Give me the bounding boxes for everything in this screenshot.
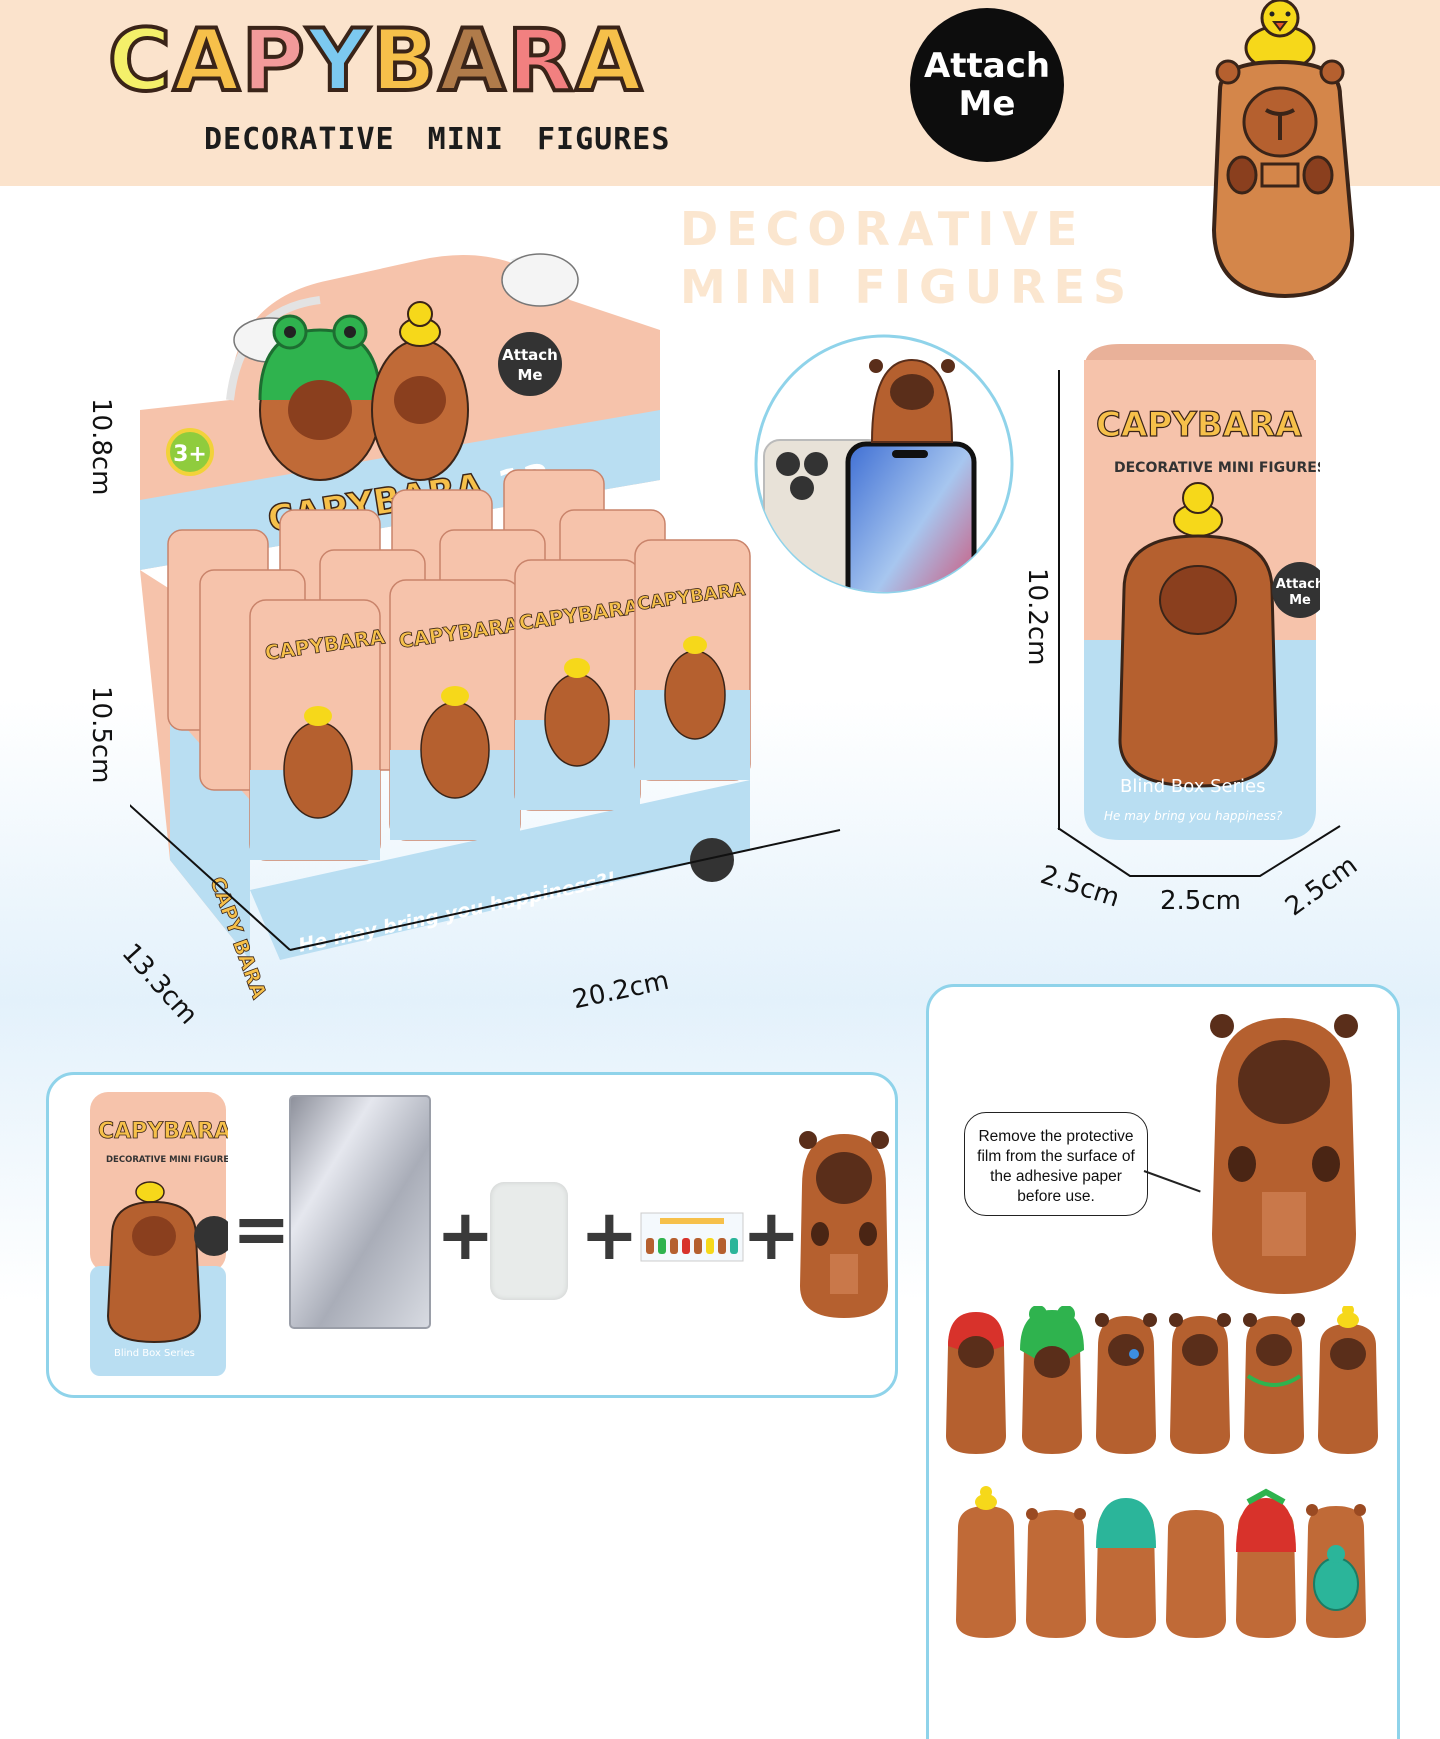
phone-attach-illustration <box>754 334 1014 594</box>
contents-tube-brand: CAPYBARA <box>98 1119 228 1144</box>
display-box-badge-line2: Me <box>517 366 542 384</box>
plus-sign-1: + <box>436 1194 495 1276</box>
attach-me-badge: Attach Me <box>910 8 1064 162</box>
contents-capybara-figure <box>799 1131 889 1318</box>
brand-title-letter: B <box>369 9 439 113</box>
phone-screen <box>845 441 977 592</box>
brand-title-letter: A <box>437 9 508 113</box>
capybara-ear-right <box>1319 59 1345 85</box>
figure-turtle-front <box>1243 1313 1305 1454</box>
ghost-title-line2: MINI FIGURES <box>680 260 1135 314</box>
figures-back-row <box>956 1486 1366 1638</box>
header-band <box>0 0 1440 186</box>
display-box-tubes: CAPYBARA CAPYBARA CAPYBARA CAPYBARA <box>167 469 751 861</box>
tube-brand: CAPYBARA <box>1096 405 1302 445</box>
plus-sign-2: + <box>580 1194 639 1276</box>
tube-sub: DECORATIVE MINI FIGURES <box>1114 460 1320 476</box>
header-capybara-mascot <box>1211 0 1355 299</box>
foil-packet <box>289 1095 431 1329</box>
display-box-front-attach-badge <box>690 838 734 882</box>
figure-duck-back <box>956 1486 1016 1638</box>
contents-tube: CAPYBARA DECORATIVE MINI FIGURES Blind B… <box>90 1092 228 1376</box>
figures-front-row <box>946 1306 1378 1454</box>
figure-plain-front <box>1169 1313 1231 1454</box>
display-box-badge-line1: Attach <box>502 346 558 364</box>
display-box-attach-badge <box>498 332 562 396</box>
figure-strawberry-back <box>1236 1488 1296 1638</box>
contents-tube-sub: DECORATIVE MINI FIGURES <box>106 1155 228 1165</box>
figure-plain-back-2 <box>1166 1510 1226 1638</box>
figure-strawberry-front <box>946 1312 1006 1454</box>
figure-turtle-back <box>1306 1504 1366 1638</box>
contents-tube-series: Blind Box Series <box>114 1348 195 1359</box>
figure-cactus-back <box>1096 1498 1156 1638</box>
plus-sign-3: + <box>742 1194 801 1276</box>
brand-title-letter: R <box>505 9 576 113</box>
adhesive-pad <box>490 1182 568 1300</box>
brand-title-letter: A <box>171 9 242 113</box>
ghost-title-line1: DECORATIVE <box>680 202 1086 256</box>
tube-base-dimension-lines <box>1057 825 1341 877</box>
figure-plain-back-1 <box>1026 1508 1086 1638</box>
figure-frog-front <box>1020 1306 1084 1454</box>
figure-tear-front <box>1095 1313 1157 1454</box>
tube-attach-badge <box>1272 562 1320 618</box>
age-badge <box>166 428 214 476</box>
dim-height-top: 10.8cm <box>86 398 116 496</box>
brand-title-letter: C <box>106 9 174 113</box>
large-capybara-figure <box>1210 1014 1358 1294</box>
badge-line1: Attach <box>923 46 1051 86</box>
tube-slogan: He may bring you happiness? <box>1104 809 1283 823</box>
tube-capybara <box>1118 534 1278 788</box>
tube-height-line <box>1058 370 1060 830</box>
brand-title-letter: A <box>573 9 644 113</box>
equals-sign: = <box>232 1188 291 1270</box>
protective-film-callout: Remove the protective film from the surf… <box>964 1112 1148 1216</box>
tube-badge-line1: Attach <box>1276 577 1320 592</box>
tube-series: Blind Box Series <box>1120 776 1265 797</box>
dim-tube-side-mid: 2.5cm <box>1160 886 1241 916</box>
figure-duck-front <box>1318 1306 1378 1454</box>
dim-height-bottom: 10.5cm <box>86 686 116 784</box>
duck-head <box>1260 0 1300 38</box>
age-badge-text: 3+ <box>173 442 207 467</box>
capybara-ear-left <box>1215 59 1241 85</box>
dim-tube-height: 10.2cm <box>1022 568 1052 666</box>
single-tube-illustration: CAPYBARA DECORATIVE MINI FIGURES Attach … <box>1084 344 1320 840</box>
instruction-card <box>640 1212 744 1262</box>
brand-title-letter: P <box>240 9 307 113</box>
brand-subtitle: DECORATIVE MINI FIGURES <box>204 122 671 157</box>
brand-title-letter: Y <box>305 9 371 113</box>
badge-line2: Me <box>958 84 1016 124</box>
display-box-illustration: 3+ Attach Me CAPYBARA 12 CAPYBARA <box>130 253 841 1003</box>
display-box-front-wall <box>250 780 750 960</box>
tube-badge-line2: Me <box>1289 593 1311 608</box>
duck-beak <box>1272 21 1288 32</box>
ghost-title: DECORATIVE MINI FIGURES <box>680 200 1135 316</box>
